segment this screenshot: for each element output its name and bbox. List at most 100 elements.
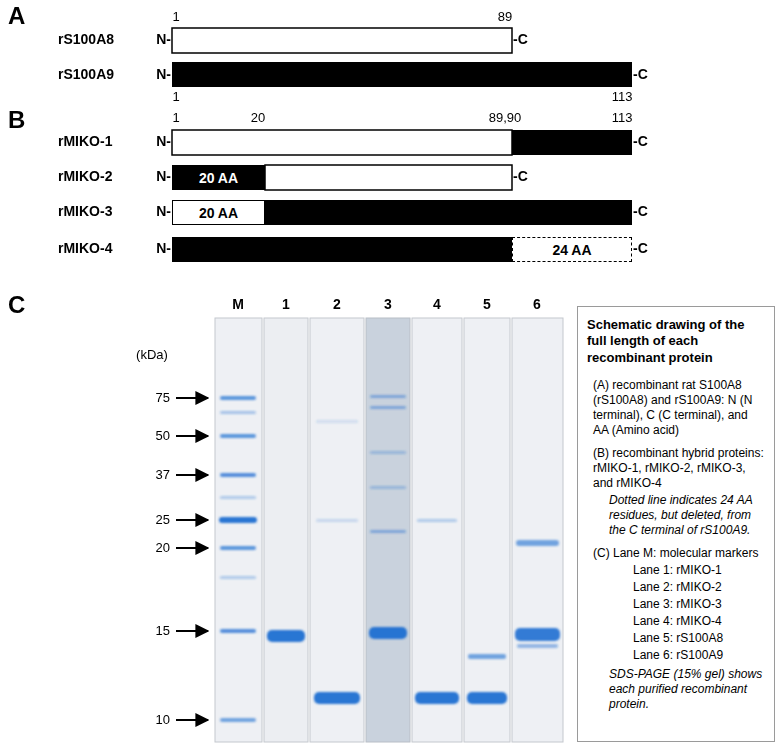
gel-lane [412, 318, 462, 742]
figure-label: rMIKO-2 [58, 169, 112, 184]
segment-label: 24 AA [552, 242, 591, 258]
gel-band [220, 629, 256, 633]
gel-band [517, 644, 558, 648]
gel-band [220, 411, 256, 414]
marker-arrow [176, 435, 208, 437]
protein-bar [265, 200, 632, 225]
figure-label: -C [633, 67, 648, 82]
figure-label: -C [513, 32, 528, 47]
figure-label: 2 [333, 297, 341, 312]
figure-label: -C [633, 134, 648, 149]
gel-band [316, 420, 358, 423]
marker-arrow [176, 547, 208, 549]
figure-label: rMIKO-1 [58, 134, 112, 149]
legend-text: (C) Lane M: molecular markers [587, 546, 765, 561]
marker-arrow [176, 397, 208, 399]
legend-text: SDS-PAGE (15% gel) shows each purified r… [587, 667, 765, 712]
legend-text: Lane 2: rMIKO-2 [587, 580, 765, 595]
legend-text: Lane 6: rS100A9 [587, 648, 765, 663]
legend-text: (A) recombinant rat S100A8 (rS100A8) and… [587, 378, 765, 438]
panel-letter: A [8, 3, 25, 29]
legend-text: Lane 1: rMIKO-1 [587, 563, 765, 578]
figure-label: N- [156, 204, 171, 219]
gel-band [370, 395, 406, 398]
legend-text: Lane 3: rMIKO-3 [587, 597, 765, 612]
gel-lane [264, 318, 308, 742]
gel-band [220, 546, 256, 550]
figure-label: 25 [156, 513, 170, 527]
gel-band [220, 718, 256, 722]
gel-band [220, 434, 256, 438]
gel-band [467, 692, 507, 704]
figure-label: -C [513, 169, 528, 184]
gel-band [415, 692, 459, 704]
gel-lane [215, 318, 262, 742]
segment-box: 20 AA [172, 200, 265, 225]
legend-text: Lane 4: rMIKO-4 [587, 614, 765, 629]
marker-arrow [176, 719, 208, 721]
figure-label: N- [156, 169, 171, 184]
figure-label: 6 [533, 297, 541, 312]
figure-label: (kDa) [136, 348, 168, 362]
figure-label: 1 [172, 111, 179, 125]
gel-band [220, 576, 256, 579]
figure-label: 113 [612, 111, 633, 125]
gel-band [314, 692, 360, 704]
segment-label: 20 AA [199, 205, 238, 221]
legend-text: Lane 5: rS100A8 [587, 631, 765, 646]
figure-label: 37 [156, 468, 170, 482]
figure-label: 20 [251, 111, 265, 125]
figure-label: 1 [172, 10, 179, 24]
marker-arrow [176, 474, 208, 476]
legend-text: Schematic drawing of the full length of … [587, 317, 765, 366]
figure-label: 3 [384, 297, 392, 312]
figure-label: rMIKO-4 [58, 241, 112, 256]
segment-box: 24 AA [512, 237, 632, 262]
protein-bar [265, 165, 512, 190]
figure-label: -C [633, 204, 648, 219]
figure-label: 1 [172, 90, 179, 104]
figure-label: 113 [612, 90, 633, 104]
gel-band [417, 519, 457, 522]
figure-label: 1 [282, 297, 290, 312]
figure-label: N- [156, 241, 171, 256]
figure-label: -C [633, 241, 648, 256]
figure-label: rMIKO-3 [58, 204, 112, 219]
protein-bar [172, 130, 512, 155]
figure-label: N- [156, 67, 171, 82]
gel-band [219, 517, 257, 523]
gel-lane [366, 318, 410, 742]
gel-band [370, 486, 406, 489]
gel-band [370, 406, 406, 409]
figure-label: 20 [156, 541, 170, 555]
marker-arrow [176, 630, 208, 632]
gel-band [267, 630, 305, 642]
segment-box: 20 AA [172, 165, 265, 190]
gel-lane [310, 318, 364, 742]
gel-band [316, 519, 358, 522]
legend-text: Dotted line indicates 24 AA residues, bu… [587, 493, 765, 538]
gel-band [370, 530, 406, 533]
segment-label: 20 AA [199, 170, 238, 186]
figure-label: 50 [156, 429, 170, 443]
figure-label: rS100A9 [58, 67, 114, 82]
gel-band [468, 654, 506, 659]
figure-label: rS100A8 [58, 32, 114, 47]
figure-label: 10 [156, 713, 170, 727]
gel-lane [512, 318, 563, 742]
figure-label: N- [156, 134, 171, 149]
gel-band [220, 496, 256, 499]
panel-letter: C [8, 292, 25, 318]
gel-band [515, 628, 560, 641]
gel-lane [464, 318, 510, 742]
figure-label: N- [156, 32, 171, 47]
figure-label: M [232, 297, 244, 312]
figure-label: 4 [433, 297, 441, 312]
figure-label: 5 [483, 297, 491, 312]
marker-arrow [176, 519, 208, 521]
gel-band [370, 451, 406, 454]
figure-label: 75 [156, 391, 170, 405]
panel-letter: B [8, 107, 25, 133]
gel-band [220, 473, 256, 477]
